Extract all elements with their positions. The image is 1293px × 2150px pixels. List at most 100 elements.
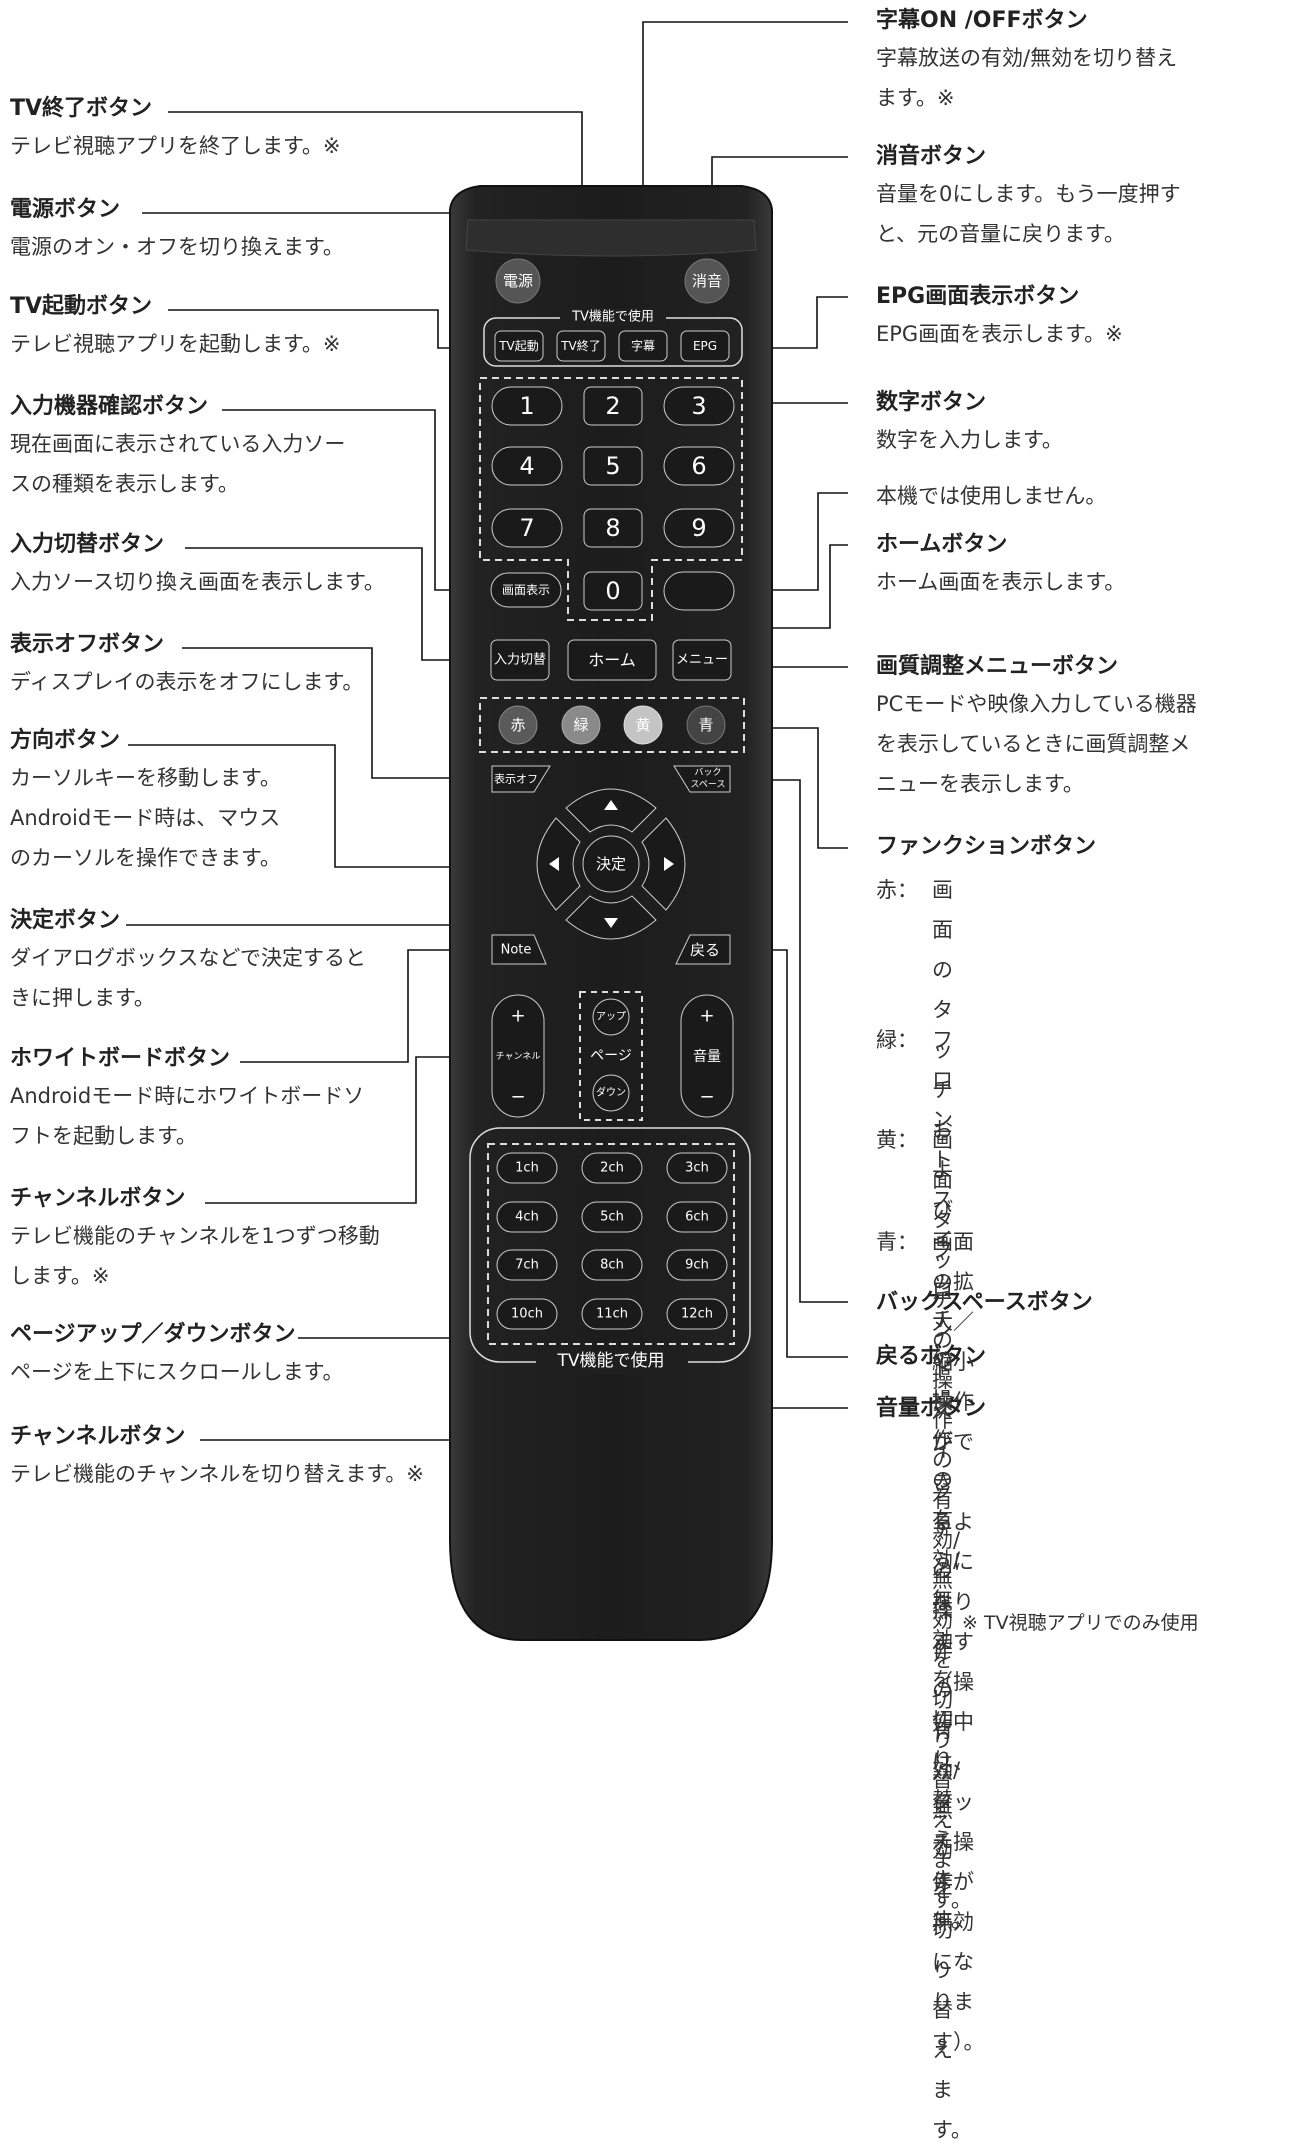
right-label-title: 音量ボタン (876, 1396, 987, 1421)
red-label: 赤 (510, 716, 525, 734)
function-frame (479, 697, 745, 753)
left-label-title: 入力切替ボタン (10, 532, 165, 557)
channel-button-4[interactable] (496, 1201, 558, 1233)
left-label-line: ダイアログボックスなどで決定すると (10, 946, 366, 970)
tv-on-label: TV起動 (498, 339, 539, 353)
digit-label-9: 9 (691, 514, 706, 542)
channel-rocker[interactable] (491, 994, 545, 1118)
leader-unused (730, 492, 848, 591)
volume-label: 音量 (693, 1048, 721, 1065)
channel-button-9[interactable] (666, 1249, 728, 1281)
channel-label: チャンネル (496, 1051, 541, 1062)
green-button[interactable] (561, 705, 601, 745)
digit-button-4[interactable] (491, 446, 563, 486)
digit-label-7: 7 (519, 514, 534, 542)
channel-button-1[interactable] (496, 1152, 558, 1184)
display-off-button[interactable] (491, 765, 551, 793)
epg-button[interactable] (680, 330, 730, 362)
up-button[interactable] (565, 788, 657, 833)
right-label-line: 数字を入力します。 (876, 428, 1063, 452)
digit-button-5[interactable] (583, 446, 643, 486)
right-label-title: EPG画面表示ボタン (876, 284, 1080, 309)
channel-minus-label: − (510, 1087, 525, 1108)
digit-button-0[interactable] (583, 571, 643, 611)
right-label-title: 数字ボタン (876, 390, 987, 415)
digit-button-7[interactable] (491, 508, 563, 548)
input-switch-button[interactable] (490, 639, 550, 681)
right-label-line: 音量を0にします。もう一度押す (876, 182, 1181, 206)
backspace-button[interactable] (673, 765, 731, 793)
channel-button-label: 11ch (596, 1307, 628, 1322)
page-down-button[interactable] (592, 1074, 630, 1112)
mute-label: 消音 (692, 272, 722, 290)
yellow-button[interactable] (623, 705, 663, 745)
digit-label-0: 0 (605, 577, 620, 605)
digit-buttons: 1 2 3 4 5 6 7 8 9 0 (491, 386, 735, 611)
power-button[interactable] (495, 258, 541, 304)
channel-button-label: 9ch (685, 1258, 709, 1273)
red-button[interactable] (498, 705, 538, 745)
digit-button-9[interactable] (663, 508, 735, 548)
channel-button-7[interactable] (496, 1249, 558, 1281)
channel-button-label: 7ch (515, 1258, 539, 1273)
left-label-line: テレビ視聴アプリを起動します。※ (10, 332, 341, 356)
channel-button-2[interactable] (581, 1152, 643, 1184)
right-label-4: 本機では使用しません。 (876, 476, 1106, 516)
channel-button-12[interactable] (666, 1298, 728, 1330)
back-button[interactable] (675, 934, 731, 965)
channel-button-10[interactable] (496, 1298, 558, 1330)
ok-button[interactable] (582, 835, 640, 893)
left-label-line: きに押します。 (10, 986, 155, 1010)
left-label-title: 入力機器確認ボタン (10, 394, 209, 419)
right-label-line: EPG画面を表示します。※ (876, 322, 1123, 346)
home-button[interactable] (567, 639, 657, 681)
ok-label: 決定 (596, 855, 626, 873)
right-label-title: 消音ボタン (876, 144, 987, 169)
note-button[interactable] (491, 934, 547, 965)
tv-on-button[interactable] (494, 330, 544, 362)
tv-off-label: TV終了 (560, 338, 601, 353)
digit-button-1[interactable] (491, 386, 563, 426)
mute-button[interactable] (684, 258, 730, 304)
tv-bottom-label: TV機能で使用 (556, 1350, 664, 1371)
right-label-title: ファンクションボタン (876, 834, 1097, 859)
tv-off-button[interactable] (556, 330, 606, 362)
left-label-2: TV起動ボタンテレビ視聴アプリを起動します。※ (10, 290, 341, 364)
blue-button[interactable] (686, 705, 726, 745)
unused-button[interactable] (663, 571, 735, 611)
channel-button-label: 5ch (600, 1210, 624, 1225)
left-label-line: テレビ機能のチャンネルを1つずつ移動 (10, 1224, 380, 1248)
channel-button-5[interactable] (581, 1201, 643, 1233)
up-arrow-icon (604, 800, 618, 810)
channel-button-6[interactable] (666, 1201, 728, 1233)
volume-rocker[interactable] (680, 994, 734, 1118)
back-label: 戻る (690, 941, 720, 959)
right-button[interactable] (641, 817, 686, 911)
input-check-label: 画面表示 (502, 583, 550, 597)
down-button[interactable] (565, 895, 657, 940)
page-up-label: アップ (596, 1011, 626, 1023)
right-arrow-icon (664, 857, 674, 871)
footnote: ※ TV視聴アプリでのみ使用 (962, 1612, 1199, 1634)
digit-button-3[interactable] (663, 386, 735, 426)
input-check-button[interactable] (490, 572, 562, 608)
channel-button-label: 8ch (600, 1258, 624, 1273)
right-label-1: 消音ボタン音量を0にします。もう一度押すと、元の音量に戻ります。 (876, 140, 1181, 254)
channel-plus-label: + (510, 1006, 525, 1027)
channel-button-8[interactable] (581, 1249, 643, 1281)
subtitle-button[interactable] (618, 330, 668, 362)
left-label-title: チャンネルボタン (10, 1186, 186, 1211)
channel-button-11[interactable] (581, 1298, 643, 1330)
channel-button-label: 2ch (600, 1161, 624, 1176)
left-label-line: します。※ (10, 1264, 110, 1288)
page-up-button[interactable] (592, 998, 630, 1036)
menu-button[interactable] (672, 639, 732, 681)
channel-button-3[interactable] (666, 1152, 728, 1184)
digit-button-2[interactable] (583, 386, 643, 426)
digit-button-8[interactable] (583, 508, 643, 548)
volume-plus-label: + (699, 1006, 714, 1027)
digits-frame (479, 377, 743, 621)
digit-button-6[interactable] (663, 446, 735, 486)
leader-display-off (182, 647, 492, 779)
